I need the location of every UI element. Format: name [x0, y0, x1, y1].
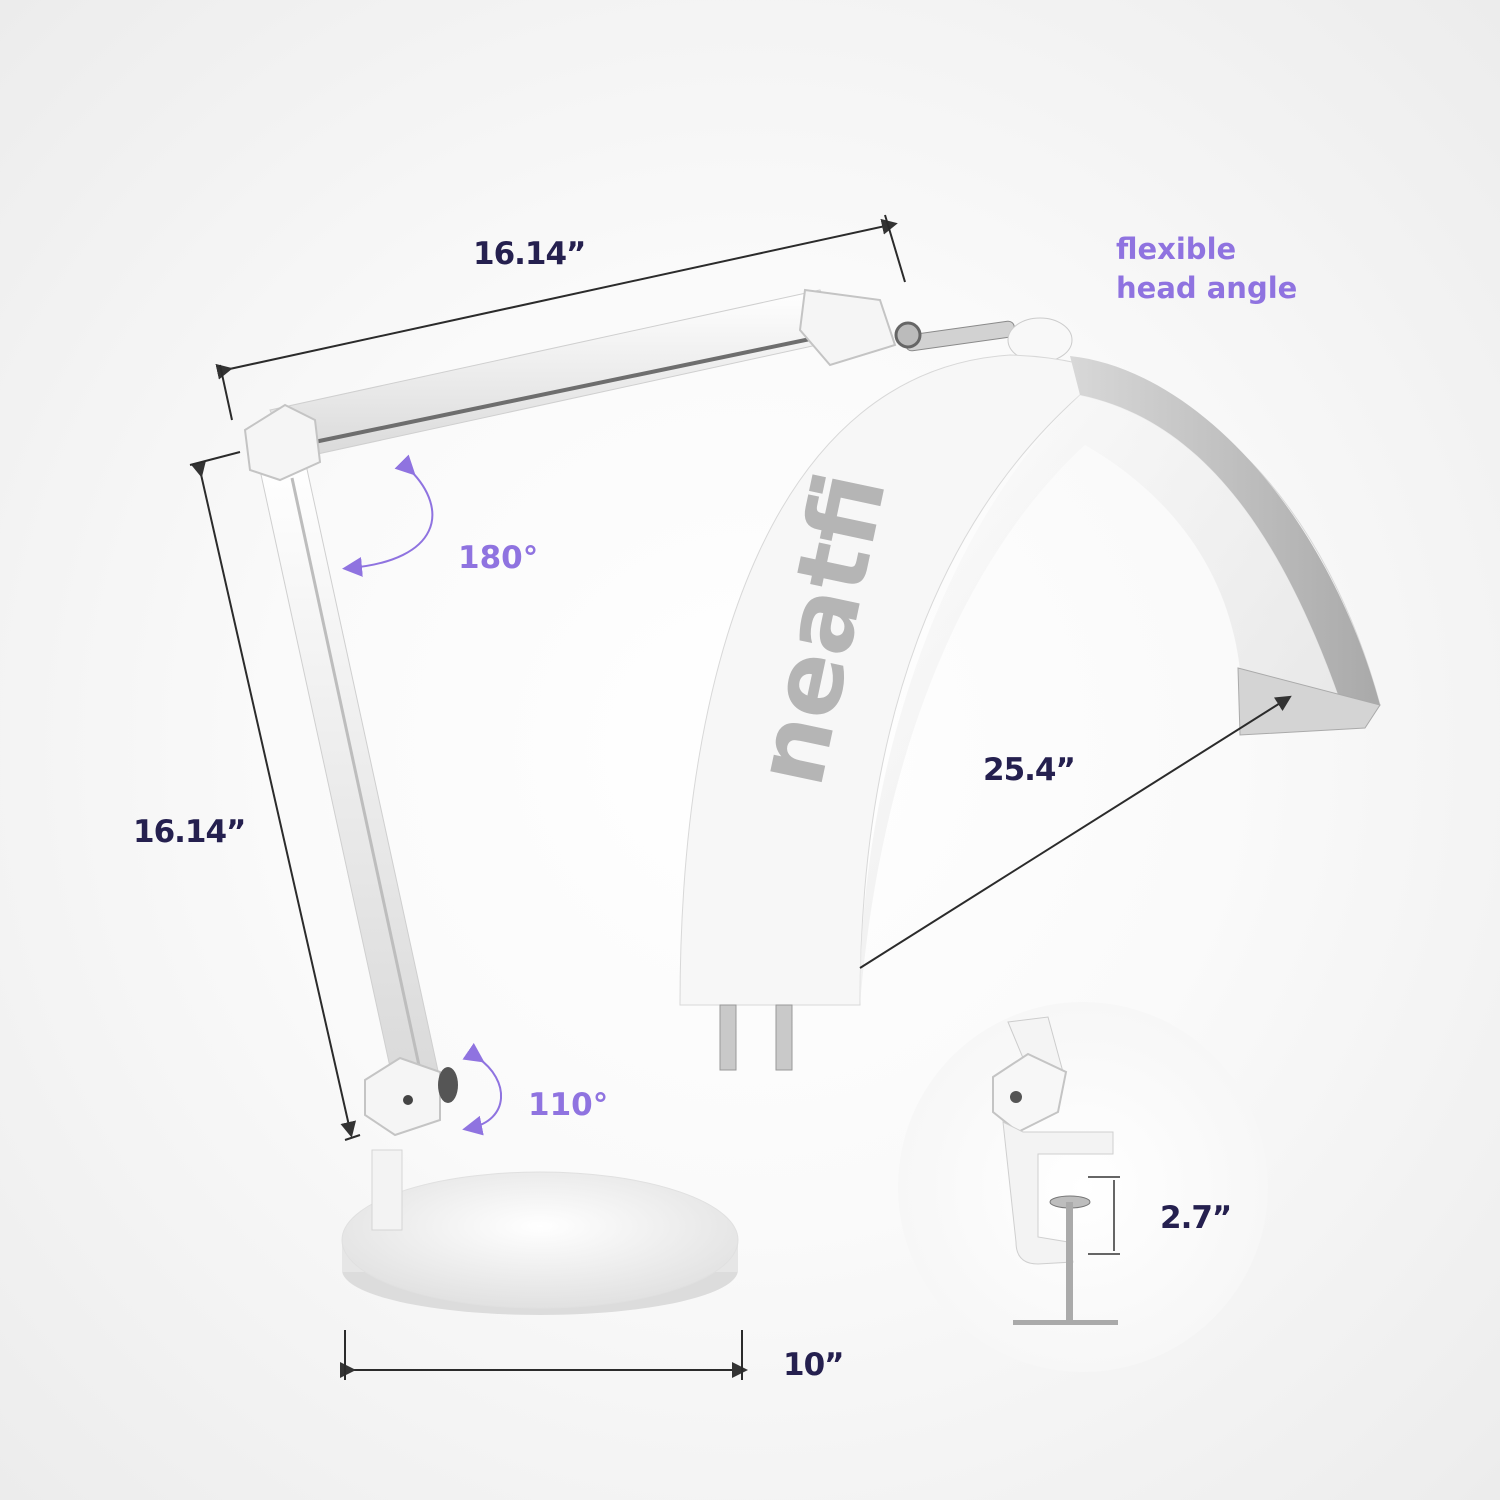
- lamp-base: [341, 1149, 739, 1315]
- feature-callout: flexible head angle: [1116, 230, 1297, 308]
- feature-callout-line2: head angle: [1116, 271, 1298, 305]
- base-joint: [364, 1056, 458, 1137]
- elbow-rotation-label: 180°: [458, 540, 539, 576]
- feature-callout-line1: flexible: [1116, 232, 1237, 266]
- base-joint-rotation-label: 110°: [528, 1087, 609, 1123]
- clamp-illustration: [992, 1016, 1120, 1325]
- dimension-lines: [189, 214, 1292, 1380]
- lower-arm: [259, 459, 441, 1091]
- clamp-opening-label: 2.7”: [1160, 1200, 1232, 1236]
- lower-arm-length-label: 16.14”: [133, 814, 246, 850]
- clamp-inset: [898, 1002, 1268, 1372]
- head-connector: [798, 288, 1073, 367]
- lamp-head-span-label: 25.4”: [983, 752, 1076, 788]
- elbow-joint: [243, 403, 322, 482]
- lamp-head-arc: [679, 354, 1381, 1071]
- upper-arm-length-label: 16.14”: [473, 236, 586, 272]
- upper-arm: [269, 289, 841, 461]
- base-diameter-label: 10”: [783, 1347, 845, 1383]
- rotation-arrow-180: [342, 454, 434, 577]
- rotation-arrow-110: [462, 1042, 503, 1136]
